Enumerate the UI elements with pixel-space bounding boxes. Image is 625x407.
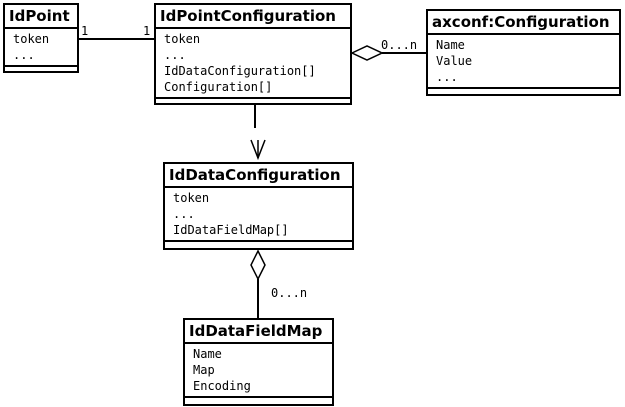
class-axconf-configuration-attributes: Name Value ... bbox=[428, 35, 619, 87]
class-axconf-configuration-name: axconf:Configuration bbox=[428, 11, 619, 35]
class-iddatafieldmap: IdDataFieldMap Name Map Encoding bbox=[183, 318, 334, 406]
class-iddatafieldmap-attr-encoding: Encoding bbox=[193, 379, 251, 393]
dataconfig-fieldmap-aggregation-diamond bbox=[250, 249, 266, 281]
multiplicity-axconf-configuration: 0...n bbox=[381, 38, 418, 52]
class-iddatafieldmap-operations bbox=[185, 396, 332, 404]
class-idpoint-operations bbox=[5, 65, 77, 73]
class-iddataconfiguration-attr-iddatafieldmap: IdDataFieldMap[] bbox=[173, 223, 289, 237]
class-iddatafieldmap-attributes: Name Map Encoding bbox=[185, 344, 332, 396]
class-iddataconfiguration-attr-token: token bbox=[173, 191, 210, 205]
class-idpointconfiguration-attr-ellipsis: ... bbox=[164, 48, 186, 62]
multiplicity-idpoint-end: 1 bbox=[81, 24, 89, 38]
class-idpoint-attributes: token ... bbox=[5, 29, 77, 65]
class-idpointconfiguration-attr-iddataconfiguration: IdDataConfiguration[] bbox=[164, 64, 316, 78]
class-iddatafieldmap-attr-map: Map bbox=[193, 363, 215, 377]
class-idpoint-attr-token: token bbox=[13, 32, 50, 46]
class-axconf-configuration-attr-ellipsis: ... bbox=[436, 70, 458, 84]
class-idpointconfiguration-attributes: token ... IdDataConfiguration[] Configur… bbox=[156, 29, 350, 97]
class-iddataconfiguration-name: IdDataConfiguration bbox=[165, 164, 352, 188]
multiplicity-idpointconfiguration-end: 1 bbox=[143, 24, 151, 38]
class-idpointconfiguration-name: IdPointConfiguration bbox=[156, 5, 350, 29]
class-iddataconfiguration-operations bbox=[165, 240, 352, 248]
class-idpointconfiguration-operations bbox=[156, 97, 350, 105]
class-axconf-configuration-operations bbox=[428, 87, 619, 95]
class-iddataconfiguration-attr-ellipsis: ... bbox=[173, 207, 195, 221]
class-idpointconfiguration-attr-token: token bbox=[164, 32, 201, 46]
class-iddatafieldmap-name: IdDataFieldMap bbox=[185, 320, 332, 344]
multiplicity-iddatafieldmap: 0...n bbox=[271, 286, 308, 300]
class-axconf-configuration: axconf:Configuration Name Value ... bbox=[426, 9, 621, 96]
class-axconf-configuration-attr-name: Name bbox=[436, 38, 465, 52]
class-idpoint-name: IdPoint bbox=[5, 5, 77, 29]
class-iddatafieldmap-attr-name: Name bbox=[193, 347, 222, 361]
class-idpoint: IdPoint token ... bbox=[3, 3, 79, 73]
class-iddataconfiguration-attributes: token ... IdDataFieldMap[] bbox=[165, 188, 352, 240]
class-idpointconfiguration-attr-configuration: Configuration[] bbox=[164, 80, 273, 94]
config-axconf-aggregation-diamond bbox=[350, 45, 384, 61]
class-idpointconfiguration: IdPointConfiguration token ... IdDataCon… bbox=[154, 3, 352, 105]
class-idpoint-attr-ellipsis: ... bbox=[13, 48, 35, 62]
class-axconf-configuration-attr-value: Value bbox=[436, 54, 473, 68]
class-iddataconfiguration: IdDataConfiguration token ... IdDataFiel… bbox=[163, 162, 354, 250]
